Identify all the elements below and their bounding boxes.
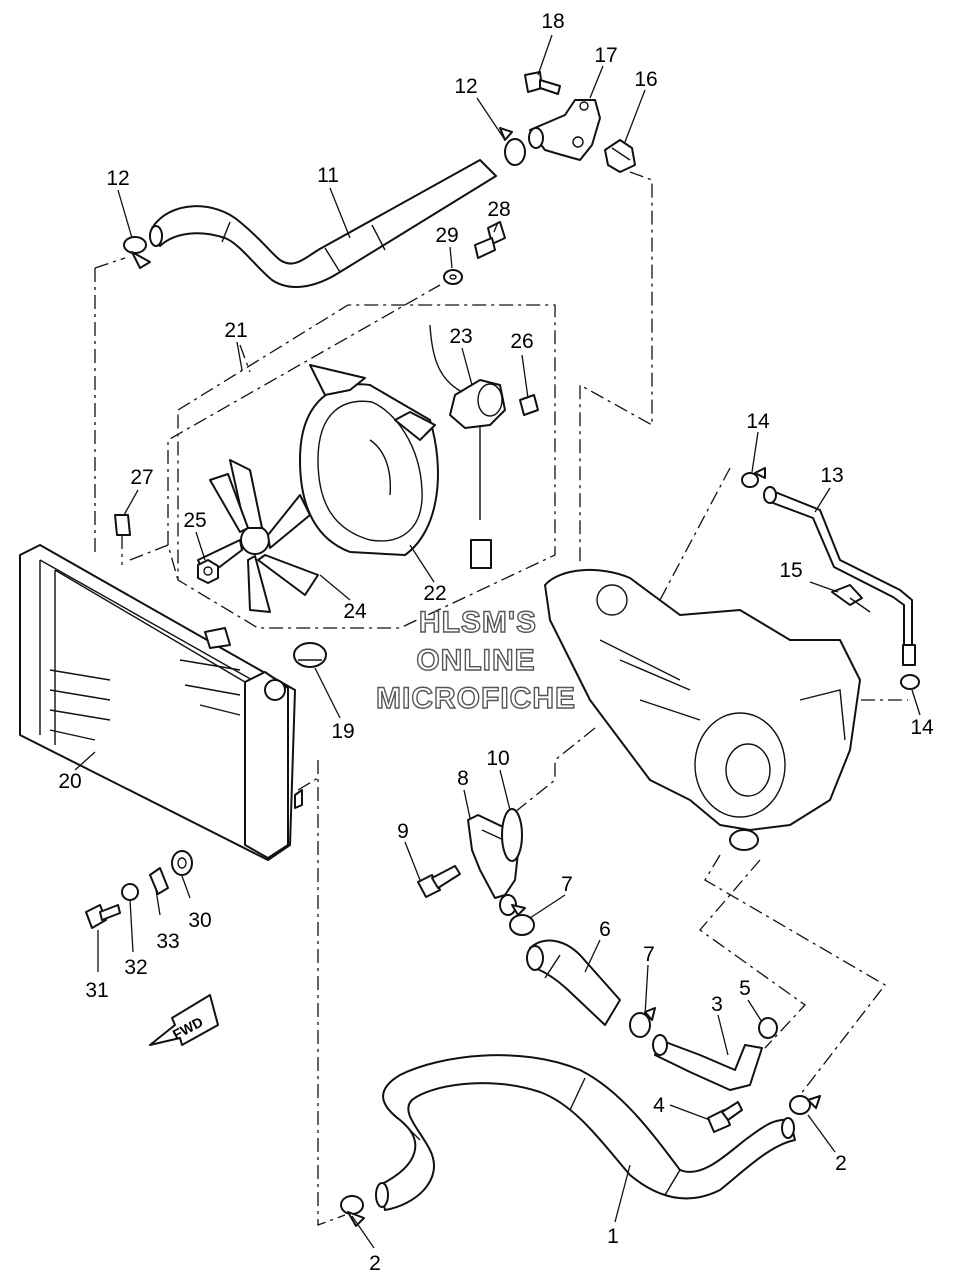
callout-23[interactable]: 23 (449, 325, 472, 348)
callout-28[interactable]: 28 (487, 198, 510, 221)
hose-6[interactable] (526, 939, 621, 1026)
hose-clamp-12-right[interactable] (499, 127, 526, 166)
callout-26[interactable]: 26 (510, 330, 533, 353)
callout-13[interactable]: 13 (820, 464, 843, 487)
callout-22[interactable]: 22 (423, 582, 446, 605)
thermostat-housing-17[interactable] (528, 99, 601, 161)
watermark: HLSM'S ONLINE MICROFICHE (375, 605, 576, 715)
callout-2-right[interactable]: 2 (835, 1152, 847, 1175)
leader-lines (74, 34, 921, 1249)
callout-16[interactable]: 16 (634, 68, 657, 91)
lower-radiator-hose-1[interactable] (375, 1054, 796, 1211)
callout-7-upper[interactable]: 7 (561, 873, 573, 896)
callout-14-bottom[interactable]: 14 (910, 716, 934, 739)
hose-clamp-14-top[interactable] (741, 467, 766, 488)
o-ring-5[interactable] (758, 1017, 778, 1039)
radiator-cap-19[interactable] (293, 642, 327, 668)
bypass-pipe-13[interactable] (763, 486, 916, 666)
callout-11[interactable]: 11 (317, 164, 339, 187)
callout-17[interactable]: 17 (594, 44, 617, 67)
callout-1[interactable]: 1 (607, 1225, 619, 1248)
bolt-9[interactable] (417, 865, 461, 898)
callout-5[interactable]: 5 (739, 977, 751, 1000)
callout-31[interactable]: 31 (85, 979, 108, 1002)
hose-clamp-7-upper[interactable] (509, 904, 535, 936)
callout-8[interactable]: 8 (457, 767, 469, 790)
bracket-15[interactable] (831, 584, 871, 613)
bolt-4[interactable] (707, 1101, 743, 1133)
hose-clamp-2-left[interactable] (340, 1195, 365, 1227)
callout-2-left[interactable]: 2 (369, 1252, 381, 1275)
callout-6[interactable]: 6 (599, 918, 611, 941)
callout-27[interactable]: 27 (130, 466, 153, 489)
callout-19[interactable]: 19 (331, 720, 354, 743)
callout-9[interactable]: 9 (397, 820, 409, 843)
hose-clamp-14-bottom[interactable] (900, 674, 920, 690)
callout-labels: 18 17 16 12 12 11 28 29 21 23 26 14 13 2… (58, 10, 934, 1275)
radiator-20[interactable] (19, 544, 303, 861)
callout-18[interactable]: 18 (541, 10, 564, 33)
bolt-31[interactable] (85, 904, 121, 929)
callout-12-right[interactable]: 12 (454, 75, 477, 98)
thermo-switch-16[interactable] (604, 139, 636, 173)
washer-32[interactable] (121, 883, 139, 901)
callout-15[interactable]: 15 (779, 559, 802, 582)
clip-27[interactable] (114, 514, 131, 536)
fan-shroud-22[interactable] (299, 364, 439, 556)
bolt-28[interactable] (474, 221, 506, 259)
screw-26[interactable] (519, 394, 539, 416)
callout-4[interactable]: 4 (653, 1094, 665, 1117)
grommet-30[interactable] (171, 850, 193, 876)
watermark-line-2: ONLINE (416, 644, 535, 677)
fan-motor-23[interactable] (429, 324, 506, 569)
callout-30[interactable]: 30 (188, 909, 211, 932)
o-ring-10[interactable] (501, 808, 523, 862)
bolt-18[interactable] (524, 71, 561, 95)
washer-29[interactable] (443, 269, 463, 285)
callout-14-top[interactable]: 14 (746, 410, 770, 433)
callout-21[interactable]: 21 (224, 319, 247, 342)
fan-blade-24[interactable] (197, 459, 319, 613)
forward-direction-arrow: FWD (149, 994, 219, 1046)
callout-12-left[interactable]: 12 (106, 167, 129, 190)
callout-20[interactable]: 20 (58, 770, 81, 793)
hose-clamp-2-right[interactable] (789, 1095, 821, 1115)
callout-3[interactable]: 3 (711, 993, 723, 1016)
watermark-line-1: HLSM'S (419, 606, 537, 639)
engine-block (544, 568, 861, 851)
upper-radiator-hose-11[interactable] (149, 159, 497, 288)
pipe-3[interactable] (652, 1034, 763, 1091)
hose-clamp-7-lower[interactable] (629, 1007, 656, 1038)
callout-7-lower[interactable]: 7 (643, 943, 655, 966)
callout-29[interactable]: 29 (435, 224, 458, 247)
nut-25[interactable] (197, 559, 219, 584)
callout-10[interactable]: 10 (486, 747, 509, 770)
callout-24[interactable]: 24 (343, 600, 367, 623)
collar-33[interactable] (149, 867, 169, 895)
hose-clamp-12-left[interactable] (123, 236, 151, 269)
callout-33[interactable]: 33 (156, 930, 179, 953)
callout-32[interactable]: 32 (124, 956, 147, 979)
callout-25[interactable]: 25 (183, 509, 206, 532)
watermark-line-3: MICROFICHE (376, 682, 576, 715)
